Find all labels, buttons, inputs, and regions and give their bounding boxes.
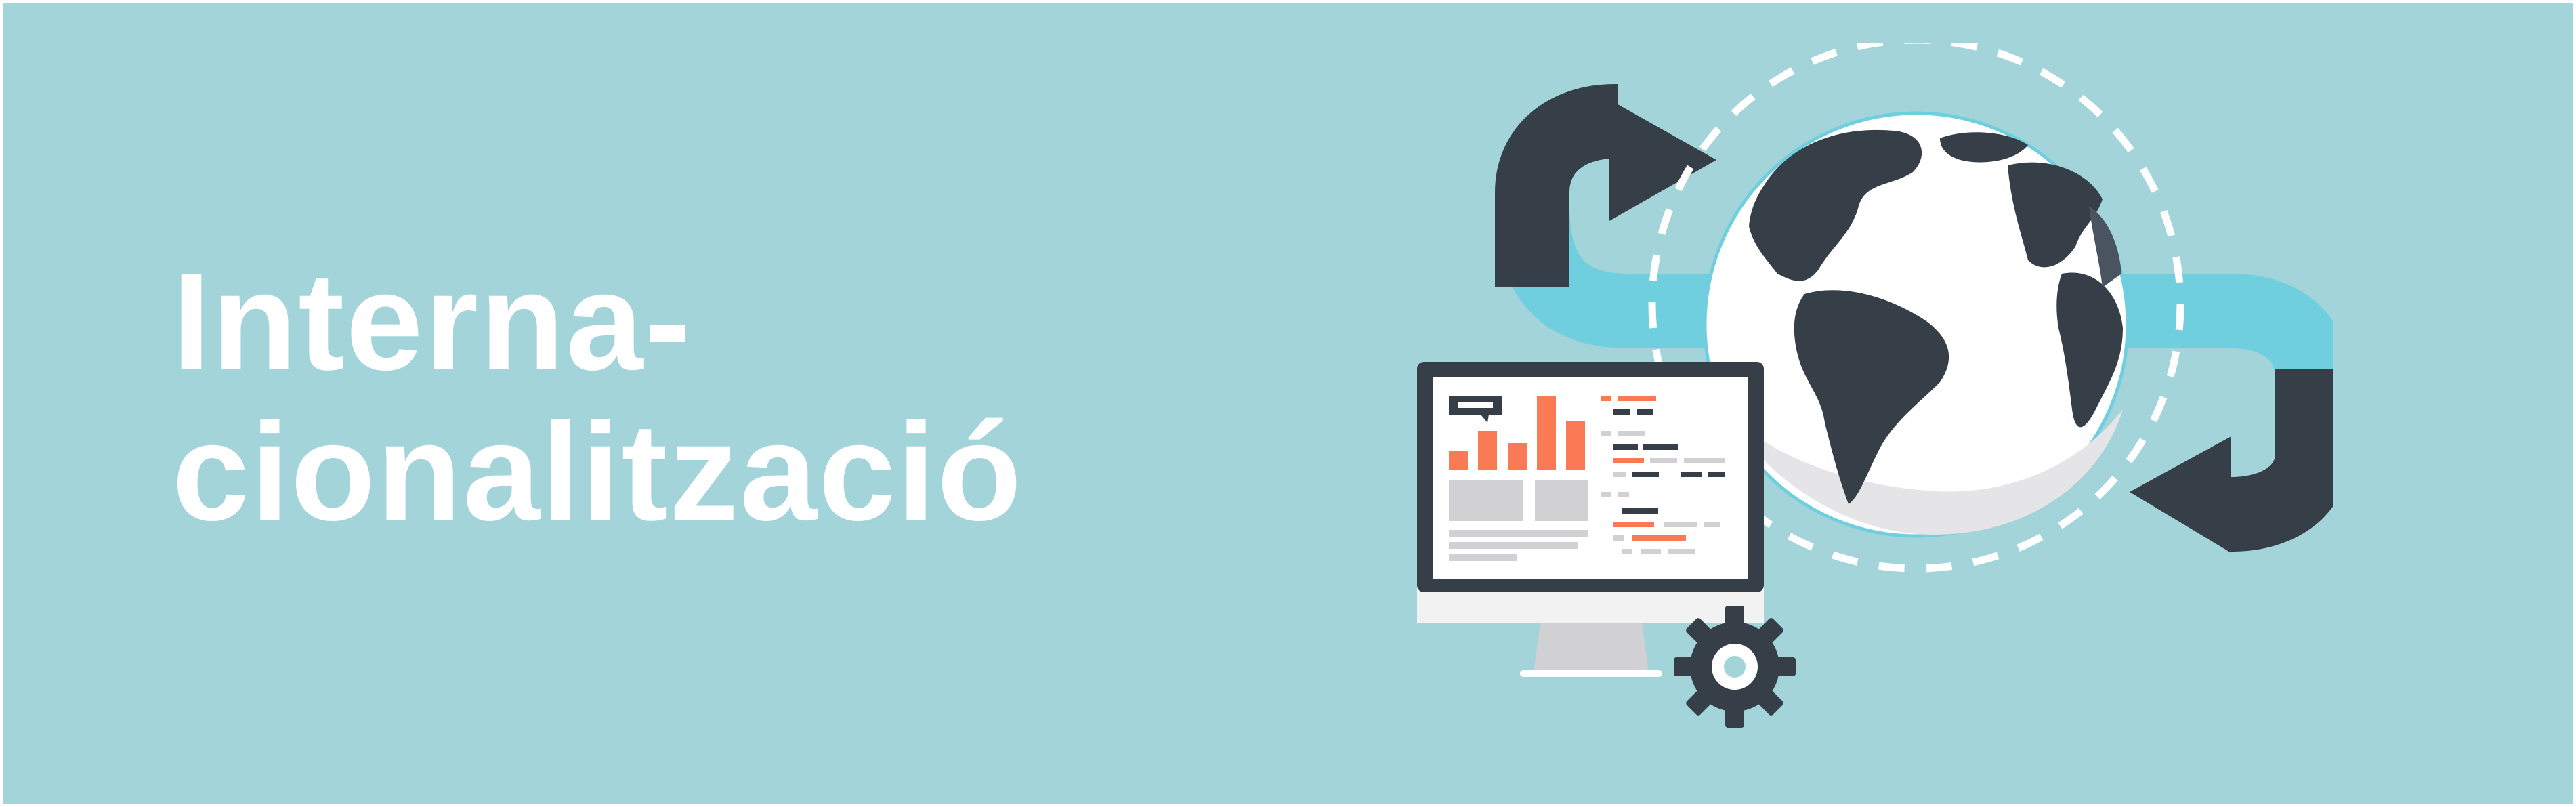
banner-title: Interna- cionalització <box>172 247 1023 547</box>
globe-icon <box>1703 111 2130 538</box>
gear-icon <box>1674 606 1796 728</box>
banner-title-line-2: cionalització <box>172 394 1023 550</box>
dashed-orbit <box>1648 43 2184 573</box>
internationalization-illustration <box>1417 43 2333 728</box>
circular-arrow-left-icon <box>1495 84 1716 287</box>
bar-chart-icon <box>1449 396 1585 470</box>
circular-arrow-right-icon <box>2130 369 2333 553</box>
banner-title-line-1: Interna- <box>172 244 692 399</box>
computer-monitor-icon <box>1417 362 1764 677</box>
